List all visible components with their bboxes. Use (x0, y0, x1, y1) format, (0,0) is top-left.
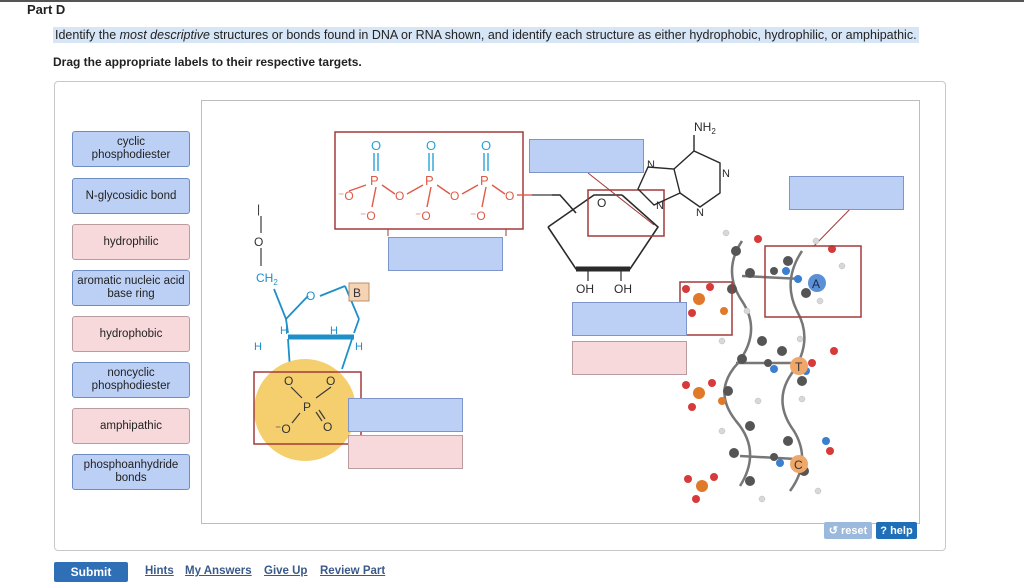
aromatic-ring-box (764, 245, 862, 318)
oh-label-1: OH (576, 282, 594, 296)
svg-text:P: P (425, 173, 434, 188)
hints-link[interactable]: Hints (145, 565, 174, 577)
nucleotide-a-label: A (812, 277, 820, 291)
svg-text:⁻O: ⁻O (275, 422, 291, 436)
instruction-emphasis: most descriptive (119, 28, 210, 42)
instruction-after: structures or bonds found in DNA or RNA … (209, 28, 917, 42)
label-noncyclic-phosphodiester[interactable]: noncyclic phosphodiester (72, 362, 190, 398)
instruction-text: Identify the most descriptive structures… (53, 27, 919, 43)
svg-text:O: O (254, 235, 263, 249)
phosphoanhydride-box (334, 131, 524, 230)
svg-text:N: N (647, 159, 655, 171)
svg-text:O: O (326, 374, 335, 388)
svg-text:O: O (323, 420, 332, 434)
svg-text:H: H (355, 341, 363, 353)
my-answers-link[interactable]: My Answers (185, 565, 252, 577)
help-icon: ? (880, 524, 891, 537)
drop-target-1[interactable] (529, 139, 644, 173)
svg-text:|: | (257, 202, 260, 216)
submit-button[interactable]: Submit (54, 562, 128, 582)
svg-text:H: H (280, 325, 288, 337)
nucleic-acid-diagram: O | CH2 O B H H H H O O P ⁻O O (253, 120, 862, 503)
svg-text:O: O (505, 189, 514, 203)
cyclic-phosphate-highlight (254, 359, 356, 461)
svg-text:O: O (395, 189, 404, 203)
drop-target-4[interactable] (572, 302, 687, 336)
svg-text:⁻O: ⁻O (338, 189, 354, 203)
svg-text:N: N (722, 168, 730, 180)
nucleotide-t-label: T (795, 360, 803, 374)
nh2-label: NH2 (694, 120, 716, 136)
svg-text:⁻O: ⁻O (360, 209, 376, 223)
drop-target-3[interactable] (388, 237, 503, 271)
drag-hint: Drag the appropriate labels to their res… (53, 55, 362, 69)
help-button[interactable]: ? help (876, 522, 917, 539)
top-rule (0, 0, 1024, 2)
label-n-glycosidic-bond[interactable]: N-glycosidic bond (72, 178, 190, 214)
svg-text:⁻O: ⁻O (470, 209, 486, 223)
ch2-label: CH2 (256, 271, 278, 287)
drop-target-2[interactable] (789, 176, 904, 210)
svg-text:O: O (306, 289, 315, 303)
svg-text:P: P (303, 400, 311, 414)
svg-text:N: N (656, 200, 664, 212)
helix-model: A T C (682, 229, 846, 503)
label-phosphoanhydride-bonds[interactable]: phosphoanhydride bonds (72, 454, 190, 490)
reset-button[interactable]: ↺ reset (824, 522, 872, 539)
drop-target-7[interactable] (348, 435, 463, 469)
instruction-before: Identify the (55, 28, 120, 42)
give-up-link[interactable]: Give Up (264, 565, 308, 577)
svg-text:H: H (330, 325, 338, 337)
svg-text:O: O (371, 138, 381, 153)
help-label: help (890, 524, 913, 537)
part-title: Part D (27, 2, 66, 17)
nucleotide-c-label: C (794, 458, 803, 472)
label-amphipathic[interactable]: amphipathic (72, 408, 190, 444)
svg-text:O: O (284, 374, 293, 388)
svg-text:P: P (370, 173, 379, 188)
reset-label: reset (840, 524, 868, 537)
label-cyclic-phosphodiester[interactable]: cyclic phosphodiester (72, 131, 190, 167)
svg-text:O: O (426, 138, 436, 153)
label-aromatic-nucleic-acid-base-ring[interactable]: aromatic nucleic acid base ring (72, 270, 190, 306)
svg-text:⁻O: ⁻O (415, 209, 431, 223)
review-part-link[interactable]: Review Part (320, 565, 386, 577)
glycosidic-bond-box (587, 189, 665, 237)
base-b-label: B (353, 286, 361, 300)
label-hydrophobic[interactable]: hydrophobic (72, 316, 190, 352)
svg-text:P: P (480, 173, 489, 188)
svg-text:O: O (450, 189, 459, 203)
drop-target-5[interactable] (572, 341, 687, 375)
svg-text:O: O (597, 196, 606, 210)
reset-icon: ↺ (828, 525, 841, 537)
label-hydrophilic[interactable]: hydrophilic (72, 224, 190, 260)
svg-text:O: O (481, 138, 491, 153)
oh-label-2: OH (614, 282, 632, 296)
drop-target-6[interactable] (348, 398, 463, 432)
svg-text:N: N (696, 207, 704, 219)
svg-text:H: H (254, 341, 262, 353)
